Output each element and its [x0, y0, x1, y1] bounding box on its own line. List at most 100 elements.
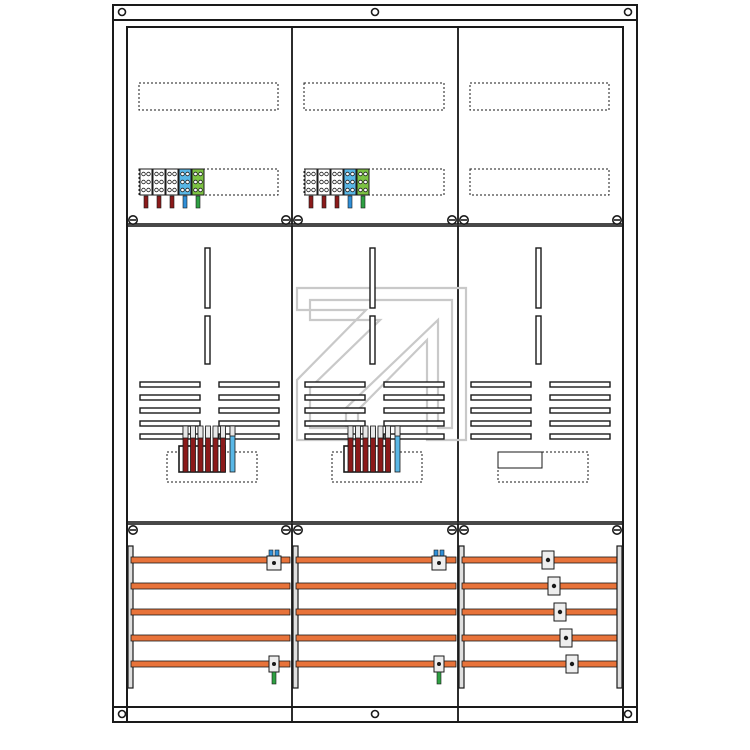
terminal-screw [180, 179, 185, 185]
meter-mount-slot [535, 247, 542, 309]
busbar [130, 660, 291, 668]
terminal-screw [358, 171, 363, 177]
terminal-screw [306, 179, 311, 185]
terminal-screw [350, 179, 355, 185]
busbar [461, 634, 622, 642]
busbar [130, 634, 291, 642]
busbar-support [127, 545, 134, 689]
ventilation-slot [470, 381, 532, 388]
earth-wire [436, 671, 442, 685]
meter-mount-slot [204, 315, 211, 365]
terminal-screw [319, 171, 324, 177]
ventilation-slot [470, 394, 532, 401]
terminal-screw [350, 187, 355, 193]
terminal-screw [159, 187, 164, 193]
din-rail-placeholder [138, 168, 279, 196]
ventilation-slot [304, 394, 366, 401]
conductor-sleeve [385, 425, 391, 439]
terminal-screw [180, 171, 185, 177]
terminal-wire [156, 195, 162, 209]
busbar [461, 608, 622, 616]
meter-mount-slot [369, 247, 376, 309]
conductor-sleeve [197, 425, 204, 439]
busbar [461, 660, 622, 668]
conductor-sleeve [394, 425, 401, 437]
terminal-screw [350, 171, 355, 177]
terminal-screw [146, 179, 151, 185]
meter-panel [457, 225, 624, 523]
terminal-screw [193, 187, 198, 193]
din-rail-placeholder [303, 82, 445, 111]
din-rail-placeholder [469, 82, 610, 111]
terminal-screw [185, 179, 190, 185]
conductor-sleeve [212, 425, 219, 439]
din-rail-placeholder [138, 82, 279, 111]
terminal-wire [182, 195, 188, 209]
ventilation-slot [139, 381, 201, 388]
busbar [295, 634, 457, 642]
busbar [295, 556, 457, 564]
terminal-screw [185, 171, 190, 177]
terminal-screw [345, 187, 350, 193]
terminal-screw [363, 171, 368, 177]
terminal-screw [172, 179, 177, 185]
terminal-screw [146, 171, 151, 177]
meter-mount-slot [535, 315, 542, 365]
ventilation-slot [218, 407, 280, 414]
clamp-screw [437, 662, 441, 666]
ventilation-slot [549, 381, 611, 388]
ventilation-slot [218, 433, 280, 440]
ventilation-slot [383, 433, 445, 440]
terminal-screw [306, 187, 311, 193]
meter-terminal-outline [497, 451, 543, 469]
terminal-screw [306, 171, 311, 177]
terminal-screw [363, 179, 368, 185]
ventilation-slot [218, 381, 280, 388]
ventilation-slot [304, 381, 366, 388]
clamp-screw [545, 557, 551, 563]
busbar [130, 608, 291, 616]
clamp-screw [272, 561, 276, 565]
ventilation-slot [383, 420, 445, 427]
column-fields [127, 82, 623, 689]
busbar [295, 608, 457, 616]
column-panels [126, 26, 624, 723]
conductor-sleeve [347, 425, 354, 439]
ventilation-slot [383, 381, 445, 388]
meter-mount-slot [369, 315, 376, 365]
clamp-screw [551, 583, 557, 589]
terminal-screw [193, 179, 198, 185]
terminal-screw [332, 171, 337, 177]
terminal-screw [167, 187, 172, 193]
terminal-screw [345, 179, 350, 185]
terminal-screw [154, 187, 159, 193]
terminal-screw [311, 179, 316, 185]
terminal-screw [345, 171, 350, 177]
mounting-hole-icon [117, 7, 633, 719]
terminal-wire [360, 195, 366, 209]
busbar [295, 582, 457, 590]
terminal-screw [159, 179, 164, 185]
terminal-screw [311, 187, 316, 193]
terminal-screw [324, 171, 329, 177]
terminal-screw [180, 187, 185, 193]
conductor-sleeve [377, 425, 384, 439]
ventilation-slot [549, 433, 611, 440]
conductor-sleeve [182, 425, 189, 439]
terminal-wire [169, 195, 175, 209]
ventilation-slot [139, 394, 201, 401]
ventilation-slot [383, 394, 445, 401]
ventilation-slot [304, 420, 366, 427]
ventilation-slot [383, 407, 445, 414]
ventilation-slot [218, 394, 280, 401]
clamp-screw [437, 561, 441, 565]
clamp-screw [272, 662, 276, 666]
terminal-screw [154, 179, 159, 185]
ventilation-slot [549, 420, 611, 427]
terminal-screw [324, 179, 329, 185]
distribution-panel [457, 26, 624, 225]
conductor-sleeve [205, 425, 211, 439]
busbar [295, 660, 457, 668]
conductor-sleeve [229, 425, 236, 437]
